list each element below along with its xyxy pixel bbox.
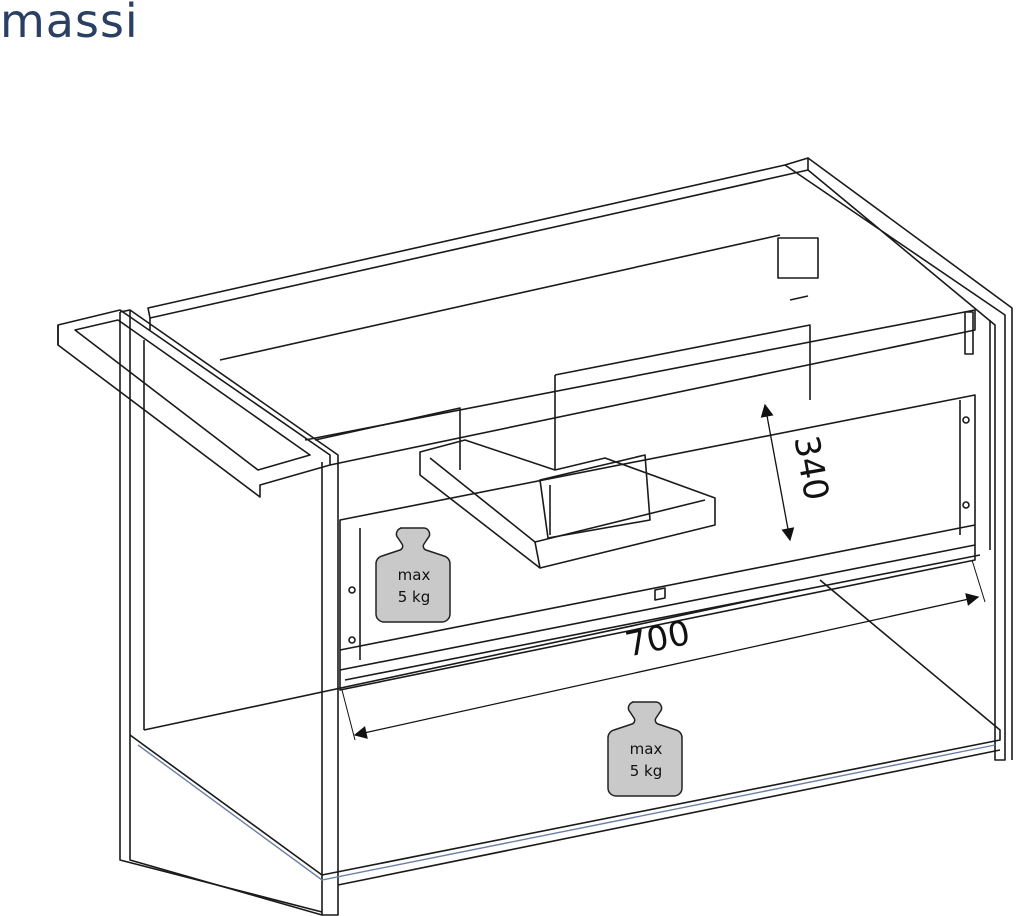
height-label: 340 [786,433,837,504]
load-badge-shelf: max 5 kg [607,701,683,797]
right-frame [784,164,1006,761]
load-badge-line2: 5 kg [398,588,431,606]
height-dimension: 340 [760,403,837,542]
towel-rail [57,309,331,498]
weight-icon [375,527,451,623]
brand-logo: massi [0,0,139,48]
load-badge-line1: max [398,566,431,584]
load-badge-line1: max [630,740,663,758]
load-badge-drawer: max 5 kg [375,527,451,623]
back-panel [147,157,809,319]
front-left-frame [119,309,339,916]
siphon-cutout [419,439,716,569]
weight-icon [607,701,683,797]
front-rail [304,309,976,466]
width-label: 700 [622,613,694,666]
load-badge-line2: 5 kg [630,762,663,780]
